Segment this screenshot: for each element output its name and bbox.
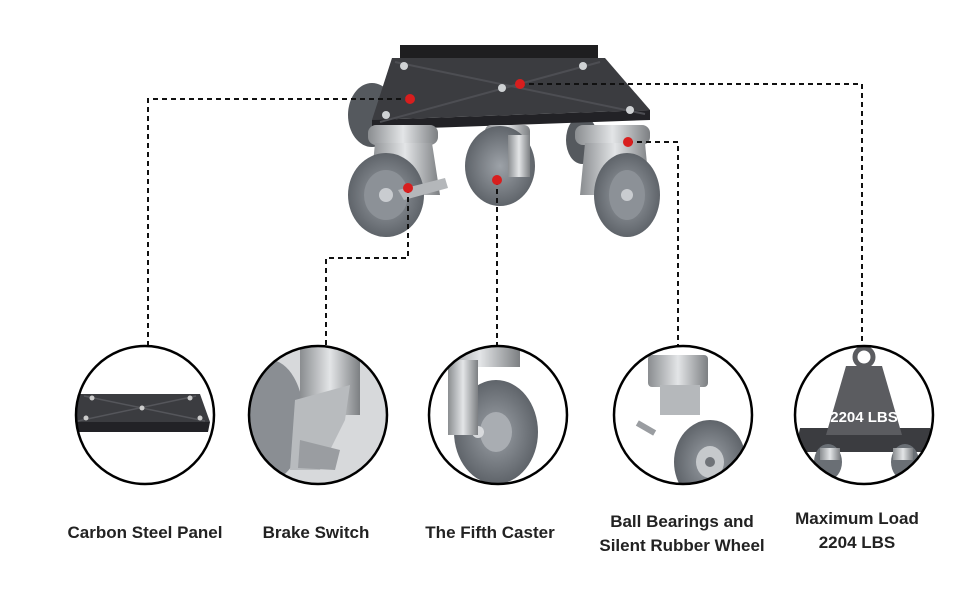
marker-brake: [403, 183, 413, 193]
marker-bearing: [623, 137, 633, 147]
detail-circle-brake: [247, 344, 389, 486]
dolly-image: [348, 45, 660, 237]
detail-circle-caster: [427, 344, 569, 486]
leader-line-bearing: [628, 141, 679, 348]
marker-panel: [405, 94, 415, 104]
marker-load: [515, 79, 525, 89]
feature-markers: [403, 79, 633, 193]
leader-lines: [147, 83, 863, 348]
leader-line-panel: [147, 98, 410, 348]
leader-line-load: [520, 83, 863, 348]
label-maximum-load: Maximum Load 2204 LBS: [795, 507, 919, 555]
label-line: Carbon Steel Panel: [67, 523, 223, 542]
detail-circle-panel: [74, 344, 216, 486]
weight-icon: [826, 345, 902, 435]
detail-circle-bearing: [612, 344, 754, 486]
label-line: Ball Bearings and: [610, 512, 754, 531]
label-line: Brake Switch: [262, 523, 370, 542]
detail-circle-load: [793, 344, 935, 486]
leader-line-brake: [325, 188, 409, 348]
label-line: Maximum Load: [795, 509, 919, 528]
label-line: 2204 LBS: [818, 533, 896, 552]
label-line: The Fifth Caster: [425, 523, 555, 542]
label-brake-switch: Brake Switch: [263, 521, 370, 545]
weight-badge-text: 2204 LBS: [830, 409, 898, 426]
label-carbon-steel-panel: Carbon Steel Panel: [68, 521, 223, 545]
label-fifth-caster: The Fifth Caster: [425, 521, 554, 545]
label-ball-bearings: Ball Bearings and Silent Rubber Wheel: [599, 510, 764, 558]
marker-caster: [492, 175, 502, 185]
label-line: Silent Rubber Wheel: [599, 536, 765, 555]
